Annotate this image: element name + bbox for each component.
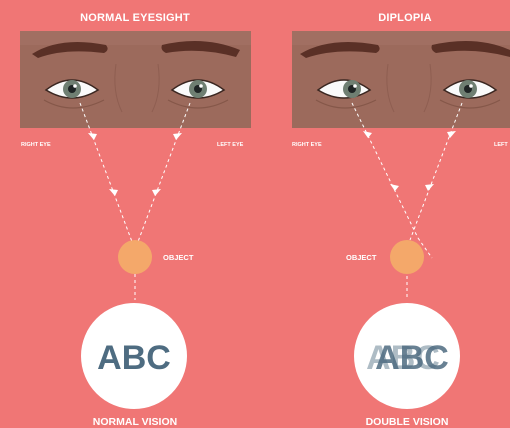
normal-sight-arrows xyxy=(88,133,182,196)
diplopia-eyes-photo xyxy=(292,31,510,128)
normal-eyes-photo xyxy=(20,31,251,128)
double-vision-label: DOUBLE VISION xyxy=(366,416,449,428)
diplopia-object xyxy=(390,240,424,274)
double-vision-text: ABC ABC xyxy=(366,339,449,377)
normal-right-eye-label: RIGHT EYE xyxy=(21,142,51,148)
diplopia-object-label: OBJECT xyxy=(346,253,377,262)
diplopia-right-eye-label: RIGHT EYE xyxy=(292,142,322,148)
normal-vision-text: ABC xyxy=(97,339,171,377)
diplopia-title: DIPLOPIA xyxy=(378,12,432,24)
double-vision-main-text: ABC xyxy=(375,339,449,377)
diplopia-sight-arrows xyxy=(363,131,456,191)
normal-object-label: OBJECT xyxy=(163,253,194,262)
normal-object xyxy=(118,240,152,274)
normal-eyesight-title: NORMAL EYESIGHT xyxy=(80,12,190,24)
normal-left-eye-label: LEFT EYE xyxy=(217,142,244,148)
diplopia-left-eye-label: LEFT xyxy=(494,142,508,148)
normal-vision-label: NORMAL VISION xyxy=(93,416,177,428)
